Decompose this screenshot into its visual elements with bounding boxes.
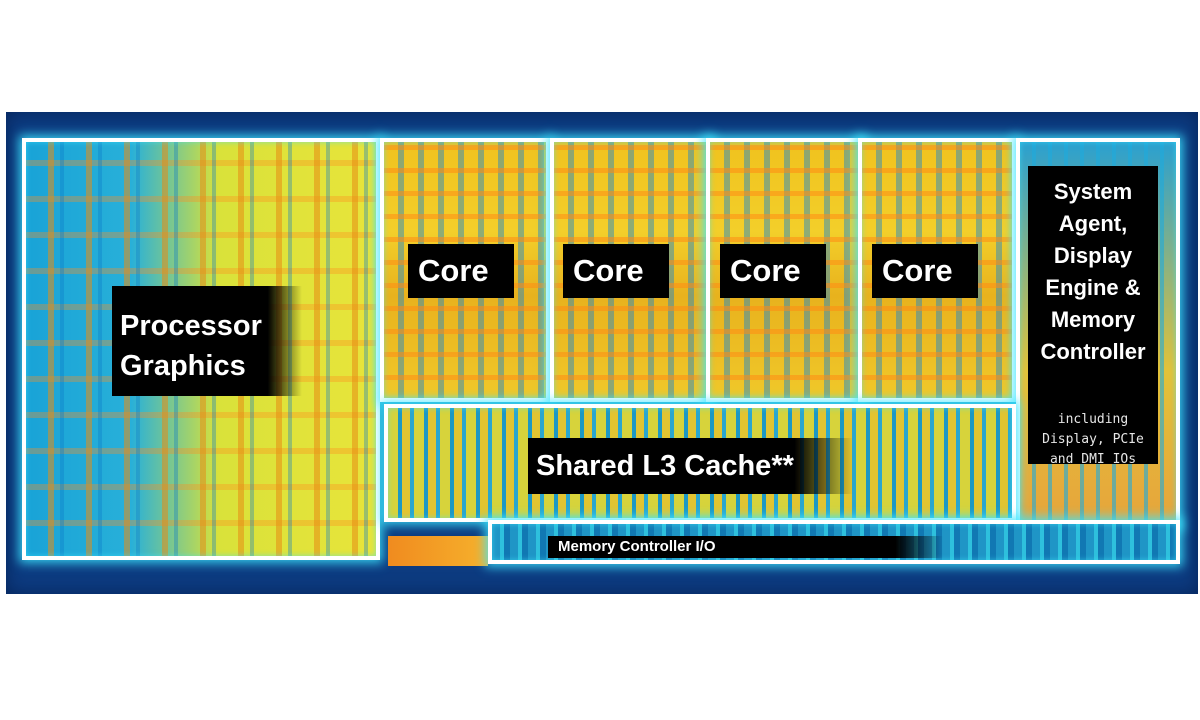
core-label-1: Core xyxy=(408,244,514,298)
core-label-3: Core xyxy=(720,244,826,298)
processor-graphics-line2: Graphics xyxy=(120,350,246,382)
sa-title-line: Controller xyxy=(1040,339,1146,364)
l3-cache-label: Shared L3 Cache** xyxy=(528,438,853,494)
processor-graphics-line1: Processor xyxy=(120,310,262,342)
sa-title-line: System xyxy=(1053,179,1133,204)
memory-io-label: Memory Controller I/O xyxy=(548,536,943,558)
sa-sub-line: including xyxy=(1057,412,1129,427)
core-label-2: Core xyxy=(563,244,669,298)
sa-sub-line: Display, PCIe xyxy=(1042,432,1144,447)
system-agent-title: System Agent, Display Engine & Memory Co… xyxy=(1028,176,1158,368)
system-agent-subtitle: including Display, PCIe and DMI IOs xyxy=(1028,410,1158,470)
core-label-4: Core xyxy=(872,244,978,298)
sa-title-line: Engine & xyxy=(1045,275,1141,300)
processor-graphics-label: Processor Graphics xyxy=(112,286,302,396)
io-strip xyxy=(388,536,488,566)
sa-title-line: Agent, xyxy=(1058,211,1128,236)
sa-title-line: Memory xyxy=(1050,307,1136,332)
sa-title-line: Display xyxy=(1053,243,1133,268)
sa-sub-line: and DMI IOs xyxy=(1049,452,1137,467)
system-agent-label: System Agent, Display Engine & Memory Co… xyxy=(1028,166,1158,467)
